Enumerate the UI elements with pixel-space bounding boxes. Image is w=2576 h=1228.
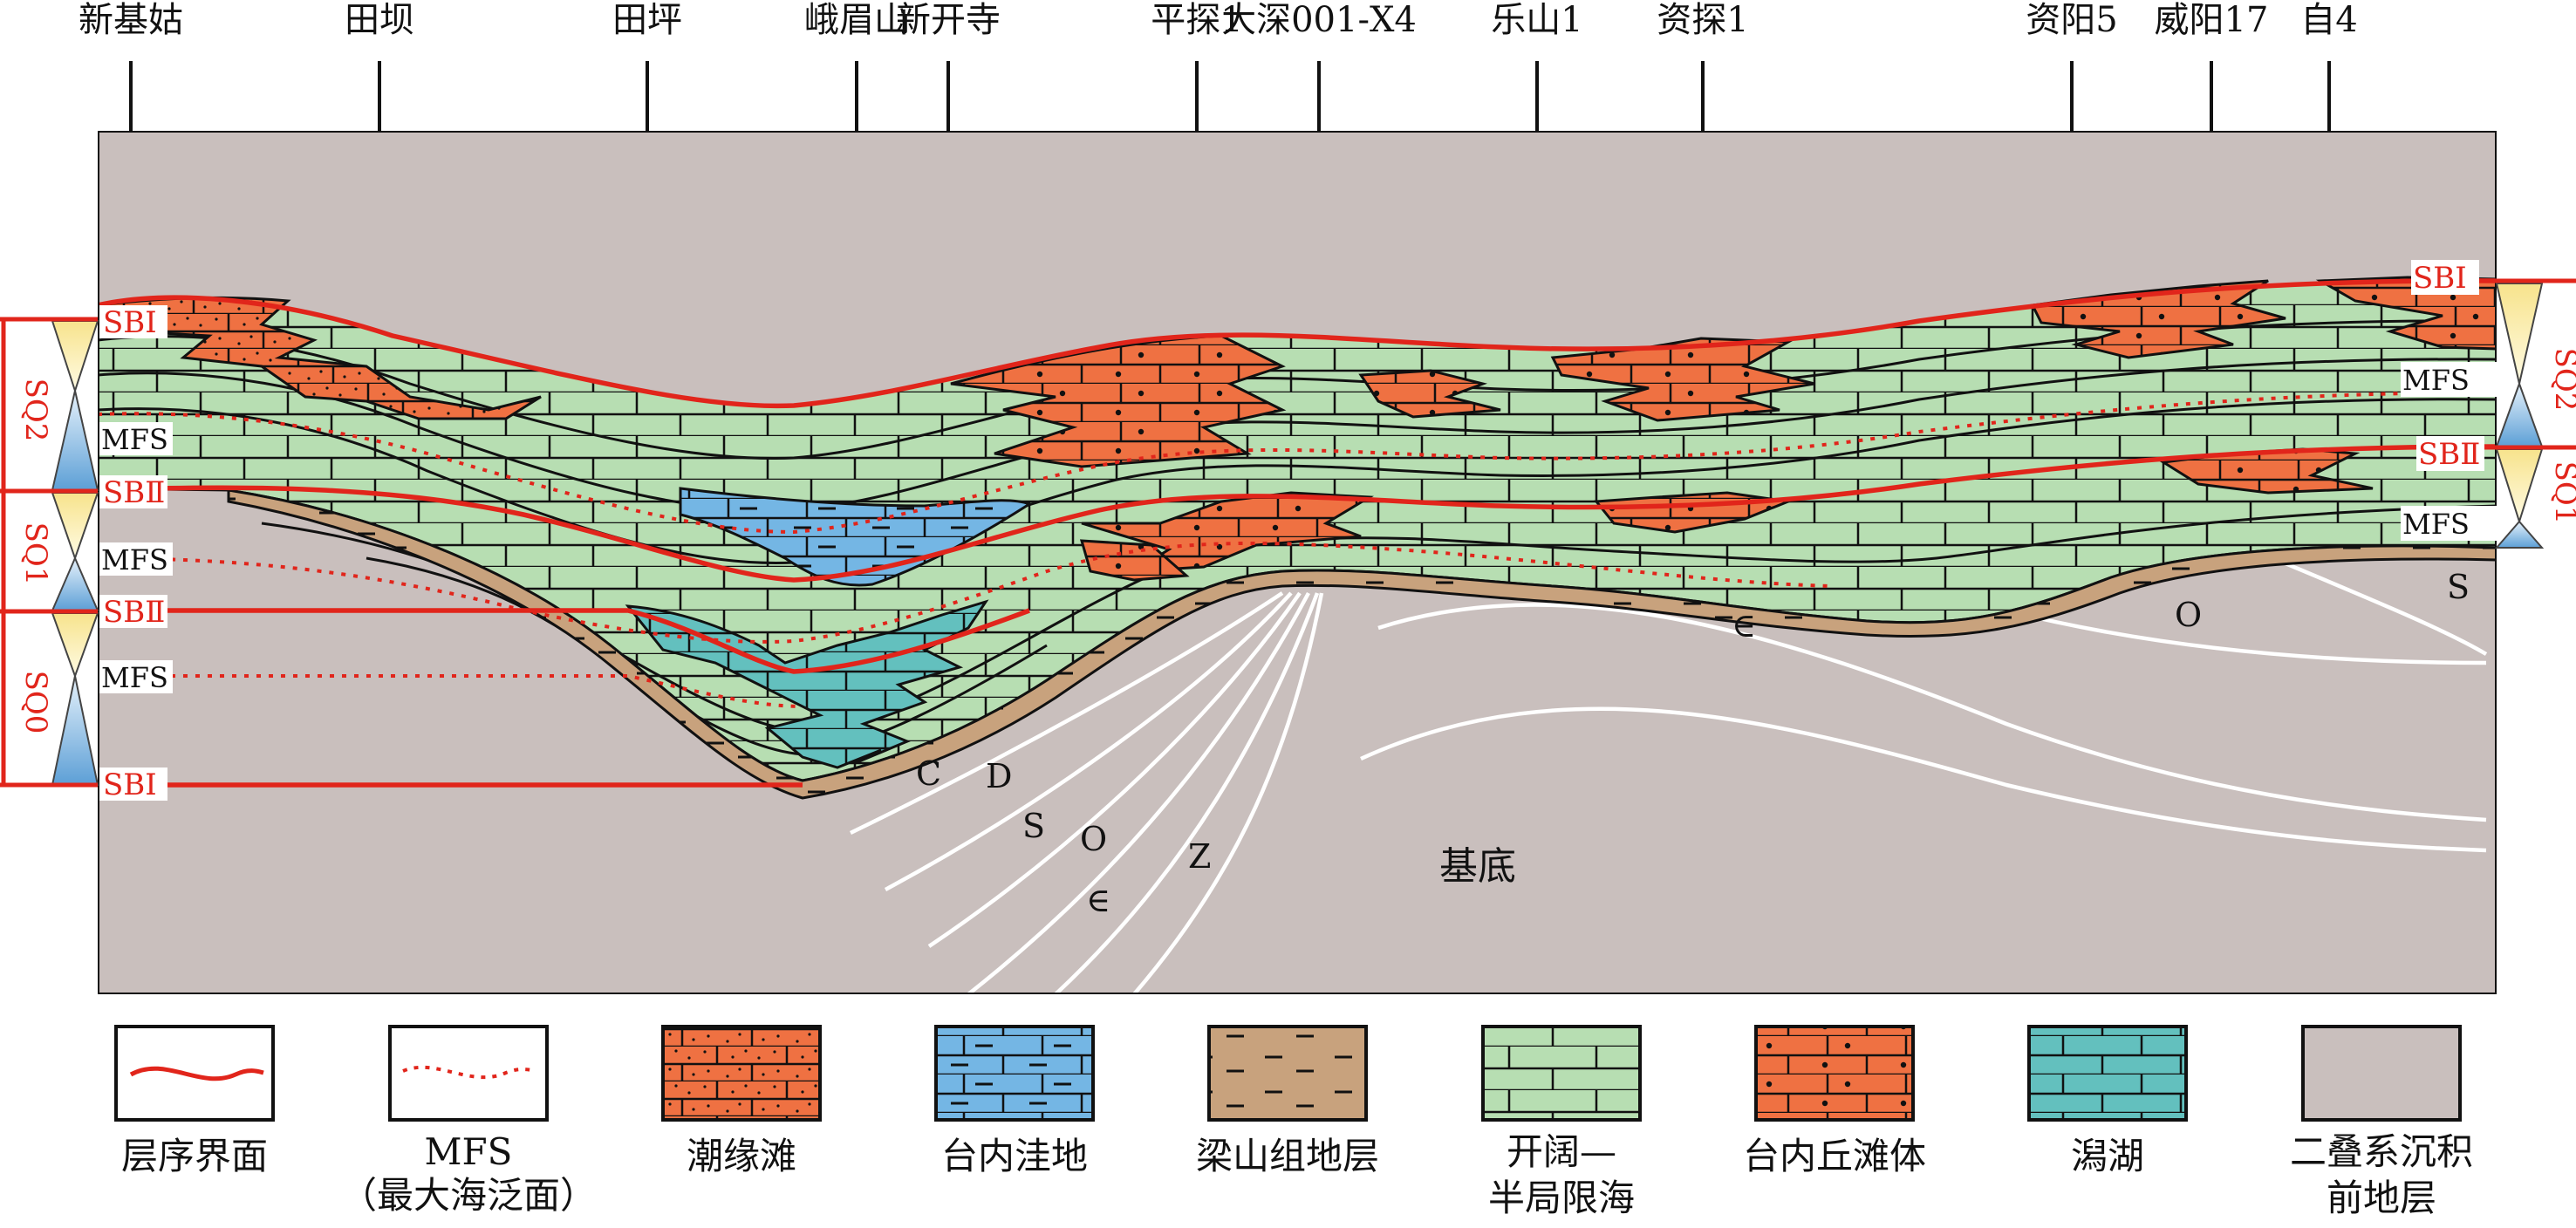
well-label: 乐山1 [1491,0,1582,40]
left-mfs-label-bg-1 [99,422,173,455]
left-seq-label-sq2: SQ2 [18,379,53,442]
liangshan-formation [227,488,2497,800]
left-mfs-label-1: MFS [101,423,168,456]
left-boundary-label-sb2-lower: SBⅡ [103,595,165,630]
well-label: 平探1 [1151,0,1242,40]
right-mfs-label-bg-1 [2401,362,2497,397]
strata-label-z: Z [1188,837,1211,876]
legend-label-mound-beach: 台内丘滩体 [1743,1135,1926,1177]
left-seq-label-sq0: SQ0 [18,671,53,734]
legend-label-lagoon: 潟湖 [2071,1135,2144,1177]
legend-label-boundary: 层序界面 [121,1135,268,1177]
strata-label-cambrian-east: ∈ [1732,606,1756,645]
legend-label-tidal-flat: 潮缘滩 [687,1135,796,1177]
strata-labels: C D S O ∈ Z ∈ O S 基底 [916,568,2470,919]
legend-swatch-mfs [388,1025,549,1122]
section-body [98,131,2497,994]
legend: 层序界面 MFS （最大海泛面） 潮缘滩 台内洼地 梁山组地层 开阔— 半局限海… [114,1025,2473,1219]
mfs-lines [98,391,2497,708]
left-boundary-label-bg-2 [99,475,167,508]
strata-label-o: O [1080,820,1107,858]
well-label: 新开寺 [896,0,1001,40]
right-mfs-label-2: MFS [2402,508,2470,541]
left-boundary-label-sb1-top: SBⅠ [103,305,157,340]
legend-swatch-tidal-flat [661,1025,822,1122]
legend-swatch-mound-beach [1754,1025,1915,1122]
right-boundary-label-sb2: SBⅡ [2418,437,2480,472]
right-boundary-label-bg-1 [2411,260,2479,295]
legend-swatch-boundary [114,1025,275,1122]
well-item: 大深001-X4 [1221,0,1417,214]
left-sequence-column: SQ2 SQ1 SQ0 SBⅠ SBⅡ SBⅡ SBⅠ MFS MFS MFS [0,305,173,802]
right-triangles [2494,283,2545,549]
left-boundary-label-sb2-upper: SBⅡ [103,475,165,510]
left-mfs-label-3: MFS [101,661,168,694]
sequence-boundary-lines [98,278,2497,788]
left-boundary-label-sb1-bottom: SBⅠ [103,768,157,802]
basement-label: 基底 [1439,844,1516,889]
right-boundary-label-bg-2 [2416,436,2484,471]
legend-label-mfs: MFS [425,1130,513,1173]
well-label: 威阳17 [2155,0,2269,40]
strata-label-o-east: O [2175,596,2202,634]
right-seq-label-sq1: SQ1 [2548,461,2576,525]
legend-label-mfs-note: （最大海泛面） [340,1174,597,1217]
well-label: 自4 [2300,0,2357,40]
well-label: 田坪 [612,0,682,40]
legend-swatch-lagoon [2027,1025,2188,1122]
left-boundary-label-bg-4 [99,768,167,801]
legend-label-open-marine-2: 半局限海 [1488,1177,1635,1219]
right-boundary-label-sb1: SBⅠ [2413,261,2467,296]
left-boundary-label-bg-3 [99,595,167,628]
well-item: 乐山1 [1491,0,1583,214]
left-seq-label-sq1: SQ1 [18,522,53,586]
left-mfs-label-bg-2 [99,542,173,576]
legend-label-liangshan: 梁山组地层 [1196,1135,1379,1177]
well-label: 资探1 [1657,0,1748,40]
right-mfs-label-bg-2 [2401,506,2497,541]
strata-label-s: S [1022,807,1045,845]
strata-label-s-east: S [2447,568,2470,606]
left-column-ticks [0,317,98,788]
left-mfs-label-bg-3 [99,660,173,693]
well-item: 田坝 [345,0,414,214]
legend-label-open-marine: 开阔— [1507,1130,1616,1173]
well-label: 大深001-X4 [1221,0,1417,40]
well-label: 峨眉山 [804,0,909,40]
legend-swatch-pre-permian [2301,1025,2462,1122]
left-boundary-label-bg-1 [99,305,167,338]
right-sequence-column: SQ2 SQ1 SBⅠ SBⅡ MFS MFS [2401,260,2576,549]
left-triangles [51,320,99,786]
strata-label-c: C [916,754,941,793]
left-mfs-label-2: MFS [101,543,168,576]
legend-swatch-open-marine [1481,1025,1642,1122]
legend-label-pre-permian-2: 前地层 [2327,1177,2436,1219]
strata-label-cambrian: ∈ [1086,881,1110,919]
legend-swatch-depression [934,1025,1095,1122]
legend-label-depression: 台内洼地 [941,1135,1088,1177]
depression-body [679,487,1033,587]
strata-label-d: D [986,757,1012,795]
legend-swatch-liangshan [1207,1025,1368,1122]
legend-label-pre-permian: 二叠系沉积 [2290,1130,2473,1173]
well-label: 资阳5 [2026,0,2117,40]
right-seq-label-sq2: SQ2 [2548,348,2576,412]
right-mfs-label-1: MFS [2402,364,2470,397]
well-label: 新基姑 [79,0,183,40]
well-label: 田坝 [345,0,414,40]
